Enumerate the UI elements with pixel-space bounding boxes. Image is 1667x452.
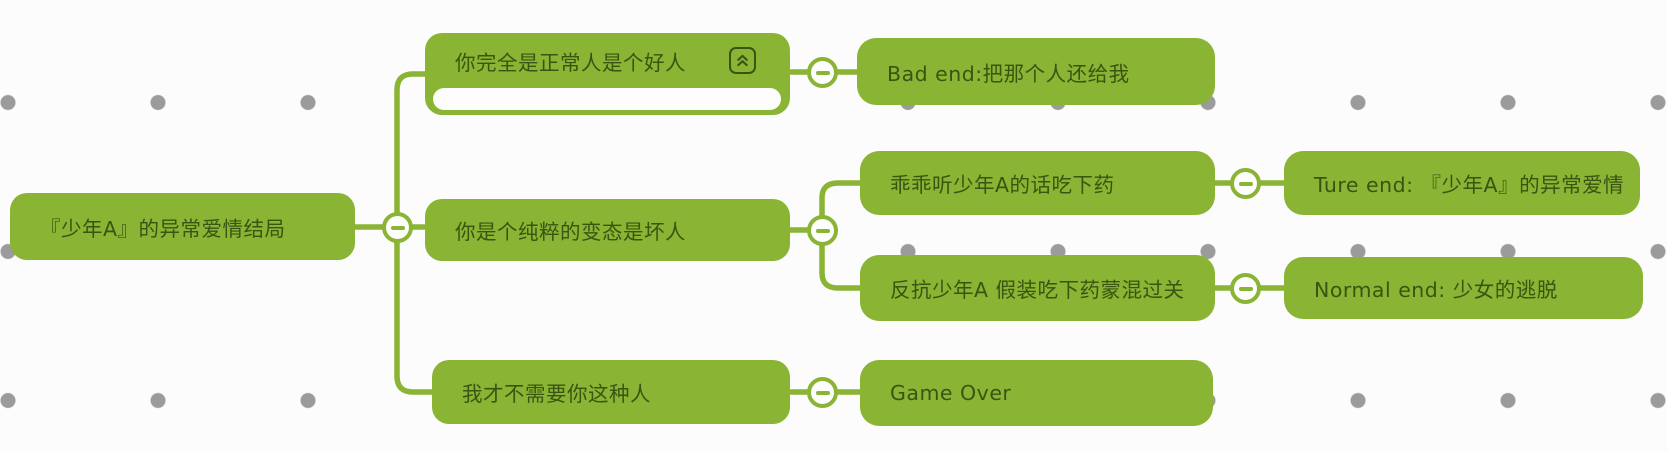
node-normal-end[interactable]: Normal end: 少女的逃脱 [1284,257,1643,319]
node-branch-bad-label: 你是个纯粹的变态是坏人 [455,220,686,244]
toggle-reject-minus-icon[interactable] [807,377,838,408]
minus-icon [1238,286,1253,291]
node-true-end-label: Ture end: 『少年A』的异常爱情 [1314,173,1625,197]
node-resist[interactable]: 反抗少年A 假装吃下药蒙混过关 [860,255,1215,321]
chevrons-up-icon[interactable] [729,47,756,74]
minus-icon [390,225,405,230]
node-obey-label: 乖乖听少年A的话吃下药 [890,173,1115,197]
node-inset-panel [433,88,781,110]
toggle-resist-minus-icon[interactable] [1230,273,1261,304]
node-branch-bad[interactable]: 你是个纯粹的变态是坏人 [425,199,790,261]
node-game-over-label: Game Over [890,381,1012,405]
node-game-over[interactable]: Game Over [860,360,1213,426]
connector-bad-up [819,180,863,233]
node-true-end[interactable]: Ture end: 『少年A』的异常爱情 [1284,151,1640,215]
toggle-obey-minus-icon[interactable] [1230,168,1261,199]
connector-hub-top [394,71,430,230]
toggle-root-minus-icon[interactable] [382,212,413,243]
minus-icon [815,70,830,75]
toggle-good-minus-icon[interactable] [807,57,838,88]
minus-icon [815,228,830,233]
node-bad-end[interactable]: Bad end:把那个人还给我 [857,38,1215,105]
node-reject[interactable]: 我才不需要你这种人 [432,360,790,424]
node-reject-label: 我才不需要你这种人 [462,382,651,406]
node-obey[interactable]: 乖乖听少年A的话吃下药 [860,151,1215,215]
minus-icon [1238,181,1253,186]
minus-icon [815,390,830,395]
connector-hub-bottom [394,224,435,395]
node-branch-good[interactable]: 你完全是正常人是个好人 [425,33,790,115]
node-bad-end-label: Bad end:把那个人还给我 [887,61,1130,86]
node-root-label: 『少年A』的异常爱情结局 [40,216,286,241]
node-branch-good-label: 你完全是正常人是个好人 [455,51,686,75]
toggle-bad-minus-icon[interactable] [807,215,838,246]
node-resist-label: 反抗少年A 假装吃下药蒙混过关 [890,278,1185,302]
connector-bad-down [819,227,863,291]
node-normal-end-label: Normal end: 少女的逃脱 [1314,278,1558,302]
node-root[interactable]: 『少年A』的异常爱情结局 [10,193,355,260]
